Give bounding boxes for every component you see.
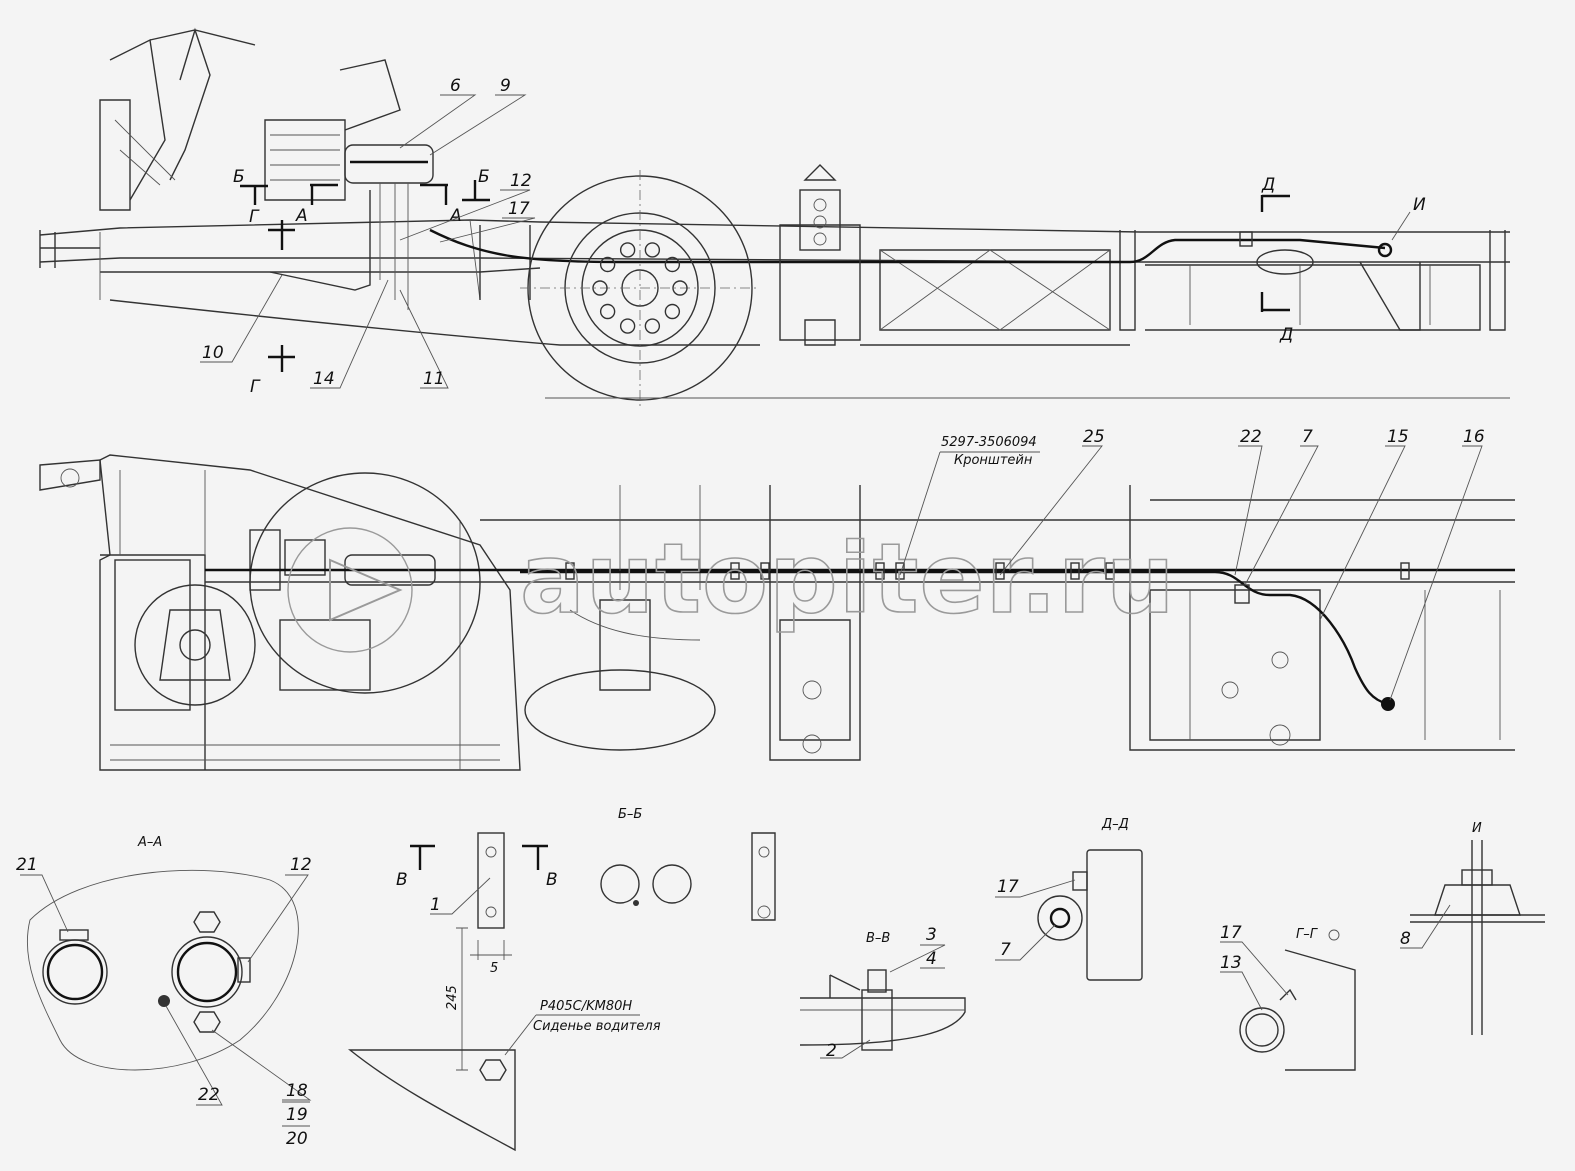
wheel-bolt <box>599 256 616 273</box>
callout-12: 12 <box>510 171 532 191</box>
pipe-clamp <box>1070 562 1080 580</box>
wheel-bolt <box>672 280 688 296</box>
bracket-part-number: 5297-3506094 <box>941 435 1037 450</box>
section-mark-d-top: Д <box>1261 175 1275 195</box>
section-mark-a-right: А <box>449 206 462 226</box>
callout-16: 16 <box>1463 427 1485 447</box>
side-elevation-view <box>39 27 1510 410</box>
detail-section-dd: Д–Д 17 7 <box>995 817 1143 981</box>
wheel-bolt <box>592 280 608 296</box>
section-mark-v-left: В <box>396 870 408 890</box>
detail-section-gg: Г–Г 17 13 <box>1220 923 1356 1071</box>
callout-7-dd: 7 <box>1000 940 1011 960</box>
section-title-bb: Б–Б <box>618 807 642 822</box>
callout-3: 3 <box>926 925 937 945</box>
callout-1: 1 <box>430 895 441 915</box>
pipe-clamp <box>565 562 575 580</box>
section-mark-g-top: Г <box>249 207 260 227</box>
dimension-245: 245 <box>445 985 460 1010</box>
callout-14: 14 <box>313 369 335 389</box>
bracket-name: Кронштейн <box>954 453 1033 468</box>
pipe-clamp <box>1400 562 1410 580</box>
wheel-bolt <box>644 242 661 258</box>
callout-17-dd: 17 <box>997 877 1019 897</box>
callout-25: 25 <box>1083 427 1105 447</box>
section-mark-d-bottom: Д <box>1279 325 1293 345</box>
callout-19: 19 <box>286 1105 308 1125</box>
section-mark-a-left: А <box>295 206 308 226</box>
outlet-fitting <box>1381 697 1395 711</box>
section-title-gg: Г–Г <box>1296 927 1319 942</box>
callout-7-top: 7 <box>1302 427 1313 447</box>
section-title-dd: Д–Д <box>1101 817 1129 832</box>
pipe-clamp <box>760 562 770 580</box>
callouts-top: 6 9 12 17 10 14 11 <box>200 76 536 389</box>
callout-13: 13 <box>1220 953 1242 973</box>
detail-section-vv: В–В 3 4 2 <box>799 925 966 1061</box>
callout-22-aa: 22 <box>198 1085 220 1105</box>
section-marks-top: Б Б А А Г Г Д Д И <box>233 167 1426 397</box>
wheel-bolt <box>644 318 661 334</box>
dimension-5: 5 <box>490 961 498 976</box>
callout-10: 10 <box>202 343 224 363</box>
section-mark-g-bottom: Г <box>250 377 261 397</box>
seat-name: Сиденье водителя <box>533 1019 661 1034</box>
pipe-clamp <box>995 562 1005 580</box>
section-title-vv: В–В <box>866 931 890 946</box>
callout-6: 6 <box>450 76 461 96</box>
watermark-logo <box>287 527 413 653</box>
wheel-bolts <box>592 242 688 334</box>
section-mark-b-right: Б <box>478 167 490 187</box>
callout-22-top: 22 <box>1240 427 1262 447</box>
section-mark-v-right: В <box>546 870 558 890</box>
pipe-clamp <box>875 562 885 580</box>
pipe-clamp <box>1105 562 1115 580</box>
pipe-clamps <box>565 562 1410 580</box>
detail-view-i: И 8 <box>1400 821 1545 1035</box>
callout-17-gg: 17 <box>1220 923 1242 943</box>
wheel-bolt <box>664 256 681 273</box>
rear-wheel <box>520 170 760 410</box>
callout-12-aa: 12 <box>290 855 312 875</box>
callout-21: 21 <box>16 855 38 875</box>
callout-9: 9 <box>500 76 511 96</box>
callout-15: 15 <box>1387 427 1409 447</box>
callout-17-top: 17 <box>508 199 530 219</box>
callout-8: 8 <box>1400 929 1411 949</box>
section-title-aa: А–А <box>137 835 162 850</box>
callout-18: 18 <box>286 1081 308 1101</box>
section-mark-b-left: Б <box>233 167 245 187</box>
callouts-middle: 5297-3506094 Кронштейн 25 22 7 15 16 <box>899 427 1485 701</box>
wheel-bolt <box>619 242 636 258</box>
callout-20: 20 <box>286 1129 308 1149</box>
wheel-bolt <box>664 303 681 320</box>
detail-section-bb: Б–Б В В 1 245 5 P405C/KM80H Сиденье води… <box>348 807 776 1152</box>
callout-11: 11 <box>423 369 445 389</box>
section-mark-i: И <box>1413 195 1426 215</box>
section-title-i: И <box>1472 821 1482 836</box>
wheel-bolt <box>599 303 616 320</box>
seat-part-number: P405C/KM80H <box>540 999 632 1014</box>
pipe-clamp <box>895 562 905 580</box>
callout-4: 4 <box>926 949 937 969</box>
pipe-clamp <box>730 562 740 580</box>
detail-section-aa: А–А 21 12 22 18 19 20 <box>16 835 312 1149</box>
watermark: autopiter.ru <box>520 523 1175 635</box>
plan-view <box>39 454 1515 771</box>
callout-2: 2 <box>826 1041 837 1061</box>
wheel-bolt <box>619 318 636 334</box>
